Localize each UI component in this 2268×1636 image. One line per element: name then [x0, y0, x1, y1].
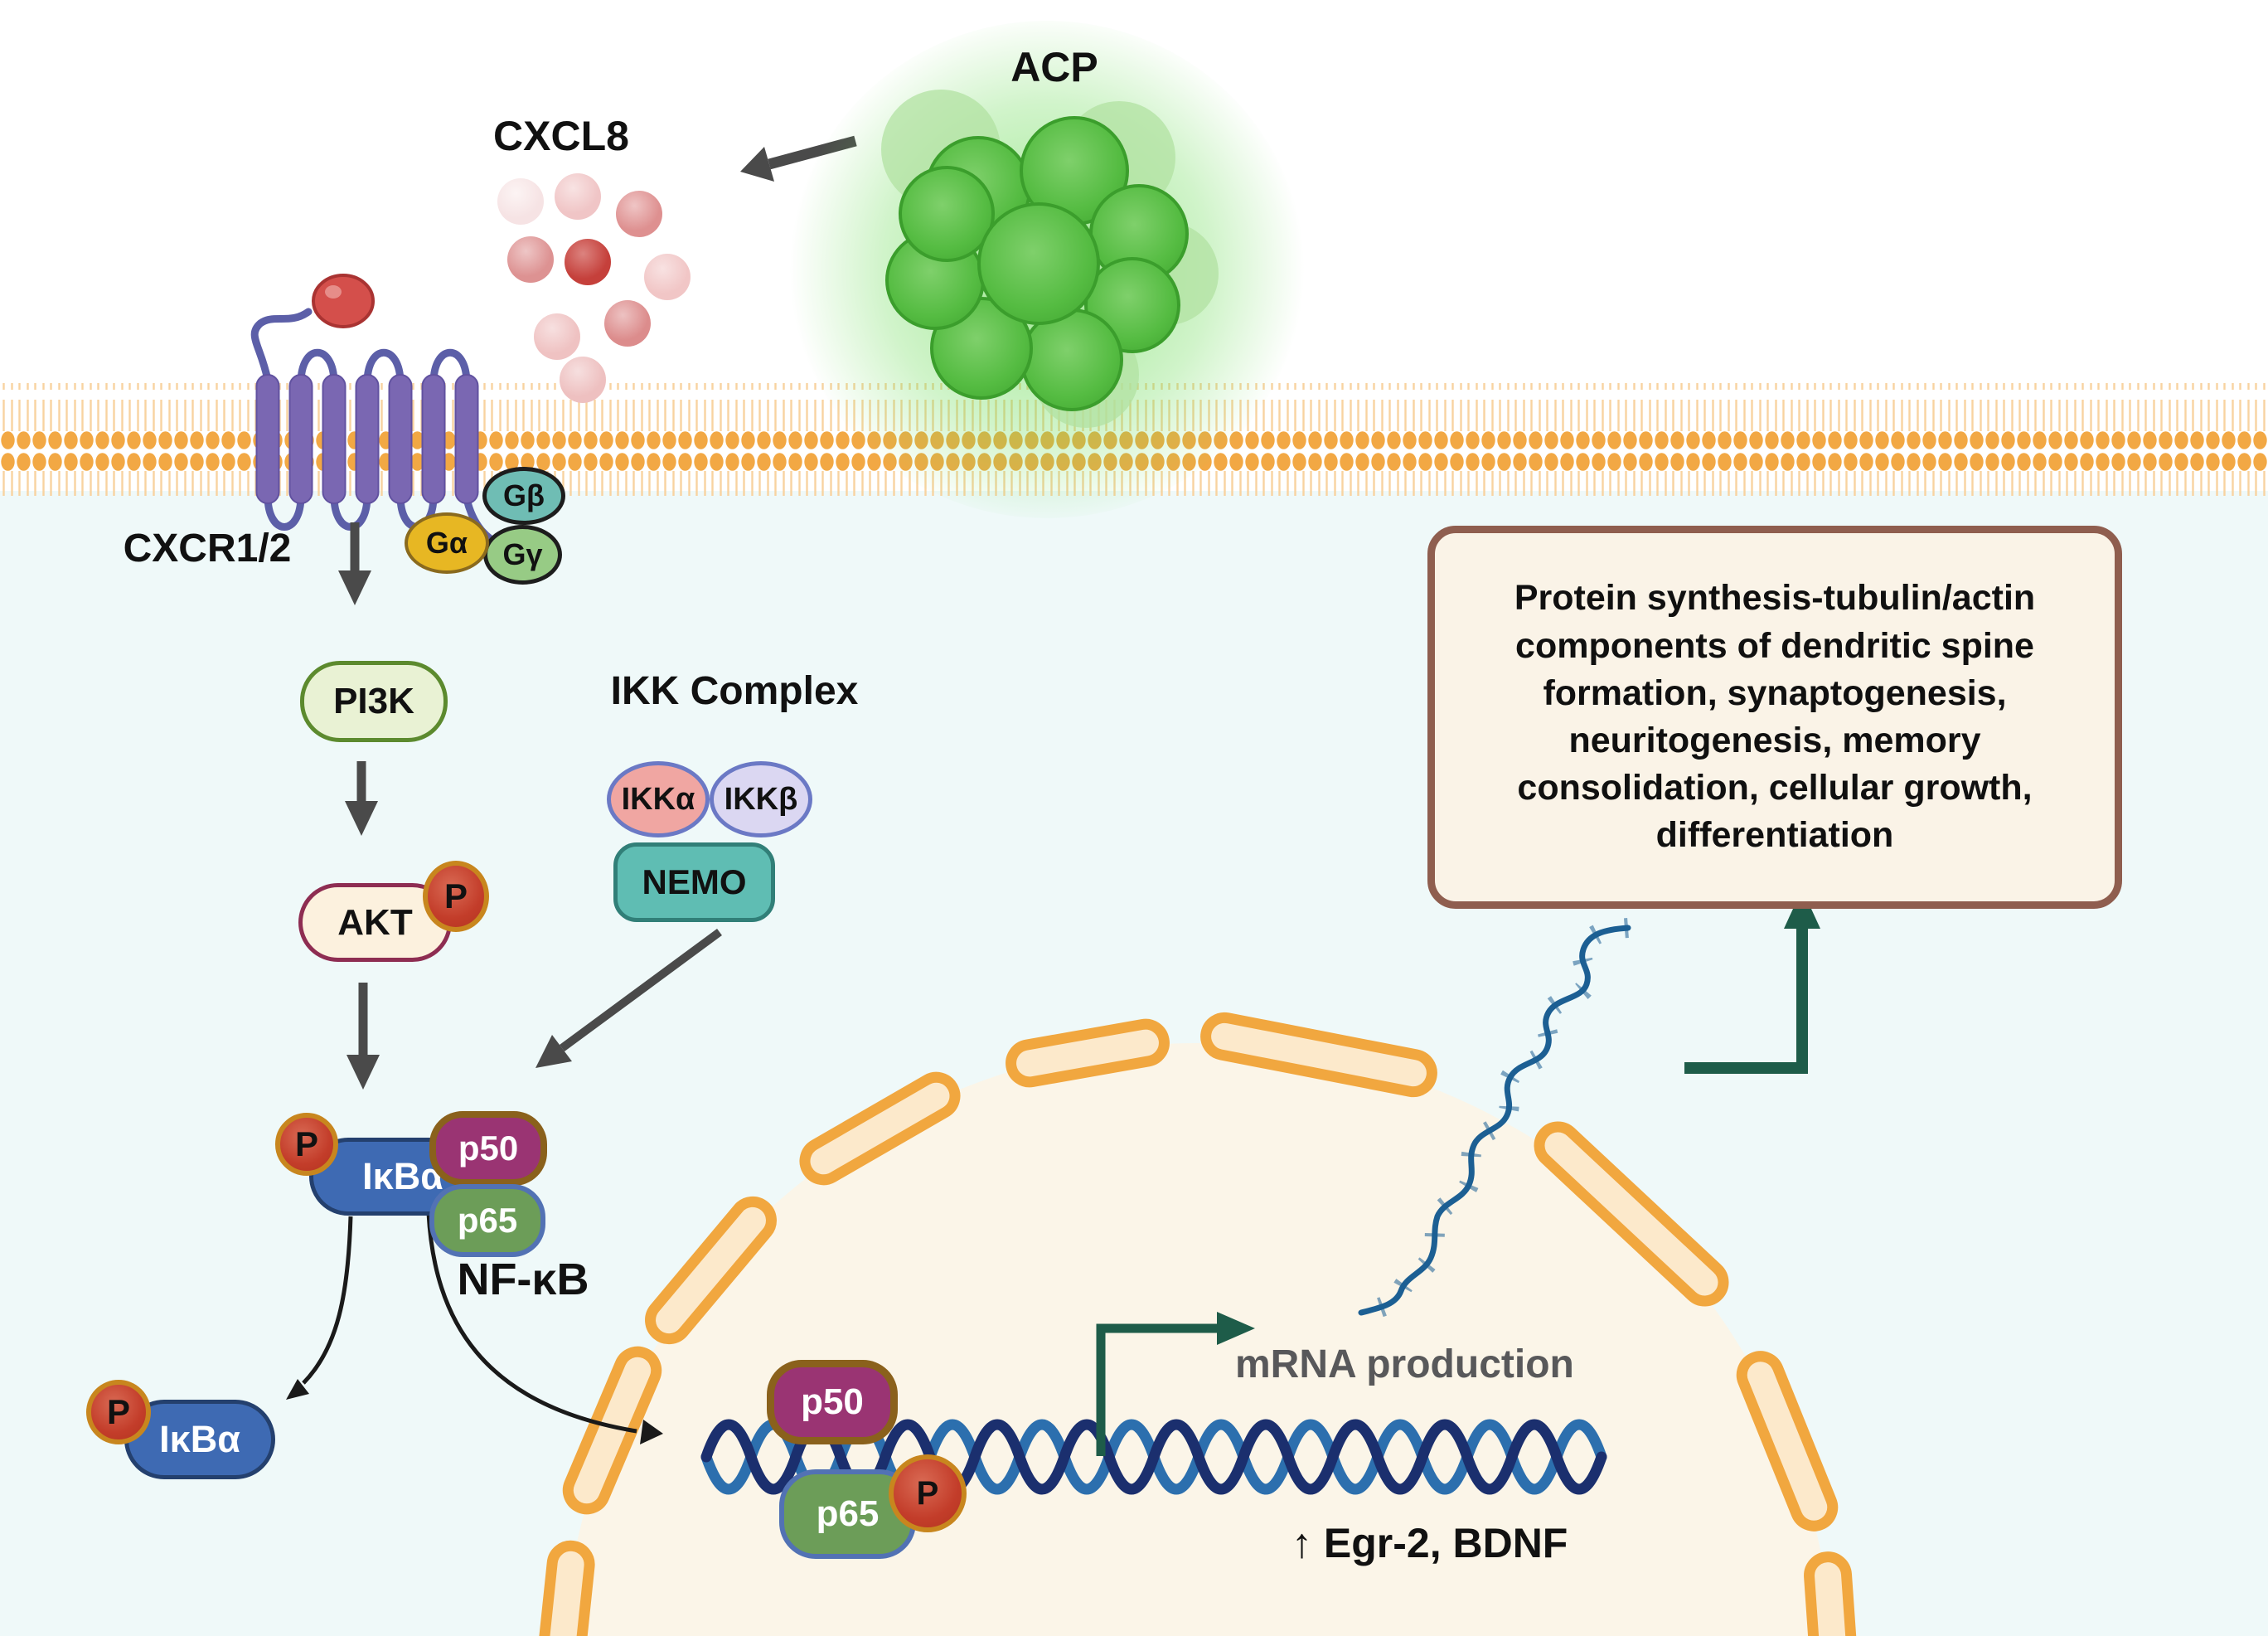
receptor-label: CXCR1/2 — [123, 527, 292, 570]
p65-label: p65 — [457, 1201, 518, 1240]
ikk-alpha-subunit: IKKα — [607, 761, 710, 837]
free-ikba-phospho-badge: P — [86, 1380, 151, 1444]
nuclear-p65-phospho-badge: P — [889, 1454, 967, 1532]
cxcl8-molecule-icon — [507, 236, 554, 283]
nfkb-label: NF-κB — [457, 1255, 589, 1304]
cxcl8-molecule-icon — [565, 239, 611, 285]
phospho-label: P — [443, 876, 468, 915]
phospho-label: P — [916, 1474, 939, 1512]
p50-pill: p50 — [429, 1111, 547, 1186]
ikk-beta-label: IKKβ — [724, 781, 798, 817]
phospho-label: P — [294, 1124, 318, 1163]
acp-cell-icon — [977, 202, 1100, 325]
outcome-box: Protein synthesis-tubulin/actin componen… — [1427, 526, 2122, 909]
p65-pill: p65 — [429, 1184, 545, 1257]
nuclear-p50-pill: p50 — [767, 1360, 898, 1444]
upregulated-genes-label: ↑ Egr-2, BDNF — [1292, 1520, 1568, 1566]
akt-label: AKT — [337, 901, 413, 943]
p50-label: p50 — [458, 1129, 519, 1168]
ikba-label: IκBα — [362, 1155, 443, 1197]
cxcl8-molecule-icon — [534, 313, 580, 360]
cxcl8-molecule-icon — [616, 191, 662, 237]
cxcl8-molecule-icon — [555, 173, 601, 220]
g-alpha-label: Gα — [425, 526, 468, 560]
g-beta-subunit: Gβ — [482, 467, 565, 525]
phospho-label: P — [106, 1392, 130, 1431]
bound-ligand-icon — [312, 274, 375, 328]
g-gamma-subunit: Gγ — [483, 525, 562, 585]
cxcl8-molecule-icon — [497, 178, 544, 225]
ikk-beta-subunit: IKKβ — [710, 761, 812, 837]
outcome-box-text: Protein synthesis-tubulin/actin componen… — [1514, 578, 2036, 856]
mrna-production-label: mRNA production — [1235, 1342, 1574, 1386]
acp-cell-icon — [899, 166, 995, 262]
ikk-complex-label: IKK Complex — [610, 669, 859, 713]
cxcl8-molecule-icon — [560, 357, 606, 403]
free-ikba-label: IκBα — [159, 1418, 240, 1460]
pi3k-label: PI3K — [333, 681, 414, 721]
cxcl8-molecule-icon — [604, 300, 651, 347]
nuclear-p65-label: p65 — [816, 1493, 880, 1534]
pi3k-pill: PI3K — [300, 661, 448, 742]
nuclear-p50-label: p50 — [801, 1381, 864, 1422]
ikk-alpha-label: IKKα — [621, 781, 695, 817]
acp-label: ACP — [1010, 44, 1098, 90]
g-beta-label: Gβ — [503, 478, 545, 512]
ikba-phospho-badge: P — [275, 1113, 338, 1176]
akt-phospho-badge: P — [423, 861, 489, 932]
g-gamma-label: Gγ — [502, 537, 543, 571]
g-alpha-subunit: Gα — [405, 512, 489, 574]
nemo-label: NEMO — [642, 862, 747, 901]
cxcl8-molecule-icon — [644, 254, 691, 300]
nemo-pill: NEMO — [613, 842, 775, 922]
cxcl8-label: CXCL8 — [493, 113, 629, 159]
